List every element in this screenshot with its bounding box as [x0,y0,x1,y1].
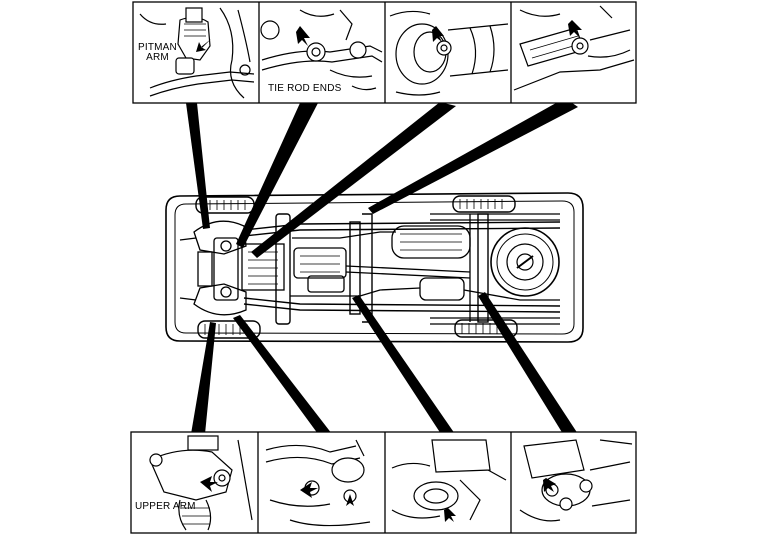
leader-steering-joint [251,102,456,258]
rear-axle [430,213,560,325]
panel-pitman-arm [139,7,255,99]
panel-upper-arm [149,435,253,531]
spare-tire [490,227,560,297]
panel-pump [513,5,635,91]
leader-pump [368,98,578,214]
leader-u-joint-front [352,295,455,434]
leader-wedges [186,98,578,434]
engine-block [241,243,285,291]
arrow-icon [196,38,212,52]
leader-tie-rod [236,103,318,248]
frame-rails [243,213,561,325]
label-pitman-line2: ARM [146,52,169,63]
body-inner-outline [174,200,575,335]
arrow-icon [444,508,456,522]
arrow-icon [432,26,444,42]
leader-u-joint-rear [478,292,578,434]
panel-steering-joint [389,10,509,96]
panel-lower-joint [265,439,371,527]
transmission [293,247,347,279]
arrow-icon [346,494,354,506]
muffler [419,277,465,301]
arrow-icon [543,478,556,492]
leader-lower-joint [233,315,332,434]
arrow-icon [296,26,310,46]
leader-upper-arm [191,322,216,434]
label-tie-rod-ends: TIE ROD ENDS [268,83,342,94]
tires [195,195,518,339]
label-upper-arm: UPPER ARM [135,501,196,512]
drivetrain [293,247,471,293]
label-pitman-arm: PITMAN ARM [138,43,177,63]
exhaust-system [290,231,560,301]
vehicle-underside [165,192,584,343]
front-crossmember [275,213,291,325]
arrow-icon [200,476,218,492]
label-pitman-line1: PITMAN [138,42,177,53]
tire-rear-left [452,195,516,213]
front-suspension [179,220,285,316]
arrow-icon [568,20,582,38]
arrow-icon [300,482,318,498]
driveshaft [345,265,471,279]
tire-front-left [195,196,255,214]
tire-rear-right [454,319,518,338]
fuel-tank [391,225,471,259]
panel-tie-rod-ends [260,9,383,91]
body-outline [165,192,584,343]
tire-front-right [197,320,261,339]
panel-u-joint-front [391,439,507,522]
panel-u-joint-rear [519,439,633,522]
